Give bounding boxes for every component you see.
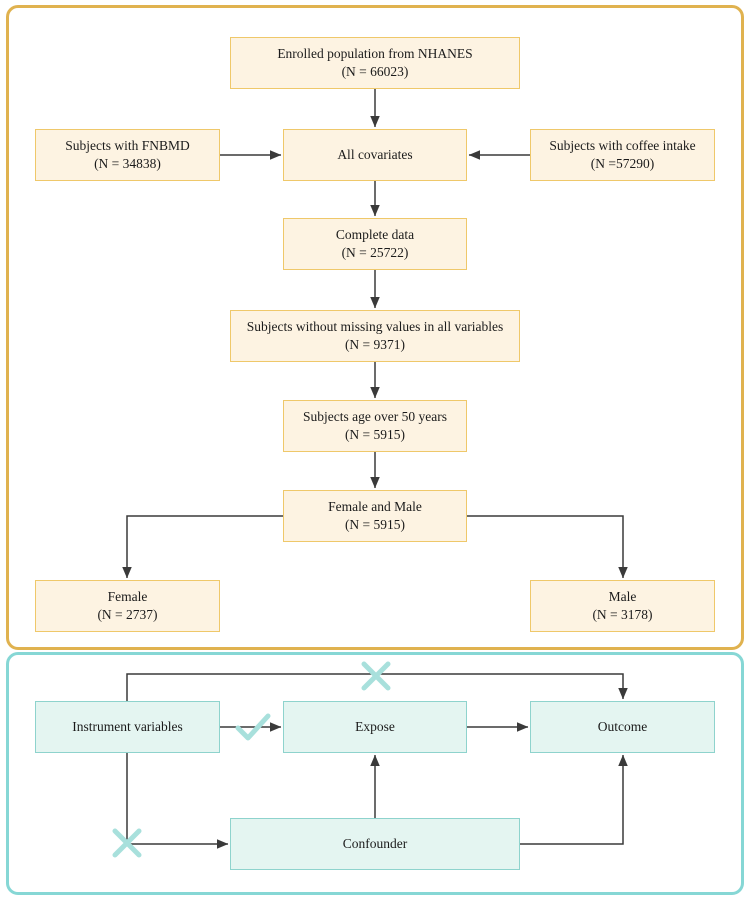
node-subjects-age-over-50[interactable]: Subjects age over 50 years (N = 5915)	[283, 400, 467, 452]
node-line-2: (N = 5915)	[344, 427, 406, 442]
node-female[interactable]: Female (N = 2737)	[35, 580, 220, 632]
flowchart-panel-frame	[6, 5, 744, 650]
node-line-2: (N = 25722)	[341, 245, 409, 260]
node-line-1: Subjects with coffee intake	[549, 138, 696, 154]
node-line-2: (N = 3178)	[592, 607, 653, 622]
node-line-1: Subjects with FNBMD	[65, 138, 190, 154]
node-expose[interactable]: Expose	[283, 701, 467, 753]
node-confounder[interactable]: Confounder	[230, 818, 520, 870]
mr-panel-frame	[6, 652, 744, 895]
node-line-1: All covariates	[337, 147, 413, 163]
node-complete-data[interactable]: Complete data (N = 25722)	[283, 218, 467, 270]
node-line-1: Female and Male	[328, 499, 422, 515]
node-subjects-without-missing-values[interactable]: Subjects without missing values in all v…	[230, 310, 520, 362]
node-subjects-with-fnbmd[interactable]: Subjects with FNBMD (N = 34838)	[35, 129, 220, 181]
node-all-covariates[interactable]: All covariates	[283, 129, 467, 181]
node-line-1: Subjects without missing values in all v…	[246, 319, 504, 335]
node-line-1: Subjects age over 50 years	[303, 409, 447, 425]
node-instrument-variables[interactable]: Instrument variables	[35, 701, 220, 753]
node-line-1: Complete data	[335, 227, 415, 243]
node-subjects-with-coffee-intake[interactable]: Subjects with coffee intake (N =57290)	[530, 129, 715, 181]
node-line-1: Expose	[355, 719, 395, 735]
node-enrolled-population[interactable]: Enrolled population from NHANES (N = 660…	[230, 37, 520, 89]
node-line-2: (N = 9371)	[344, 337, 406, 352]
node-line-1: Female	[107, 589, 148, 605]
node-line-1: Instrument variables	[72, 719, 183, 735]
node-line-1: Male	[608, 589, 637, 605]
node-line-2: (N = 5915)	[344, 517, 406, 532]
node-female-and-male[interactable]: Female and Male (N = 5915)	[283, 490, 467, 542]
node-outcome[interactable]: Outcome	[530, 701, 715, 753]
node-line-2: (N =57290)	[590, 156, 655, 171]
node-line-2: (N = 66023)	[341, 64, 409, 79]
node-male[interactable]: Male (N = 3178)	[530, 580, 715, 632]
node-line-1: Outcome	[597, 719, 648, 735]
node-line-1: Confounder	[342, 836, 408, 852]
node-line-2: (N = 2737)	[97, 607, 158, 622]
node-line-1: Enrolled population from NHANES	[277, 46, 473, 62]
node-line-2: (N = 34838)	[94, 156, 161, 171]
